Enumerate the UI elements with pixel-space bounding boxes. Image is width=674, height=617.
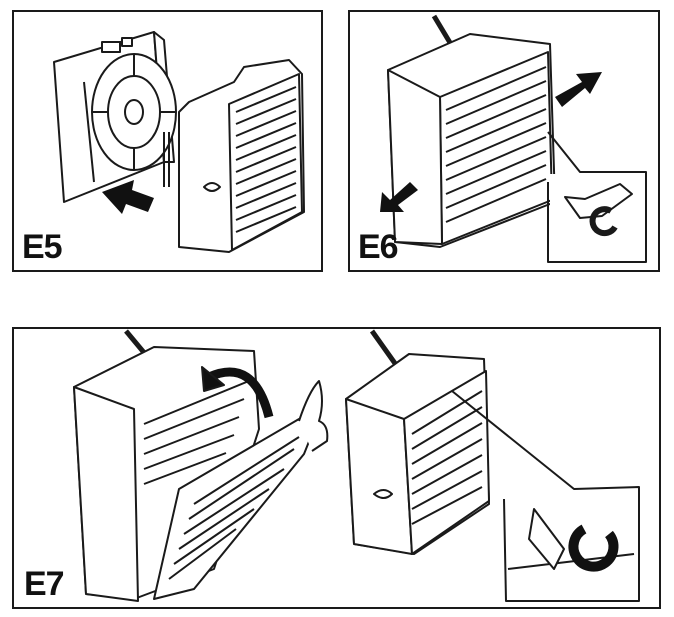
screwdriver-rotate-arrow [573, 529, 613, 567]
step-e5-panel: E5 [12, 10, 323, 272]
pull-left-arrow [380, 182, 418, 212]
step-label: E7 [24, 565, 65, 603]
grille-removal-drawing [14, 329, 659, 607]
fan-unit-assembly-drawing [14, 12, 321, 270]
step-label: E5 [22, 228, 63, 266]
assembled-unit-drawing [380, 12, 658, 270]
pull-right-arrow [555, 72, 602, 107]
lift-direction-arrow [209, 372, 269, 417]
step-e7-panel: E7 [12, 327, 661, 609]
push-direction-arrow [102, 180, 154, 214]
step-e6-panel: E6 [348, 10, 660, 272]
step-label: E6 [358, 228, 399, 266]
